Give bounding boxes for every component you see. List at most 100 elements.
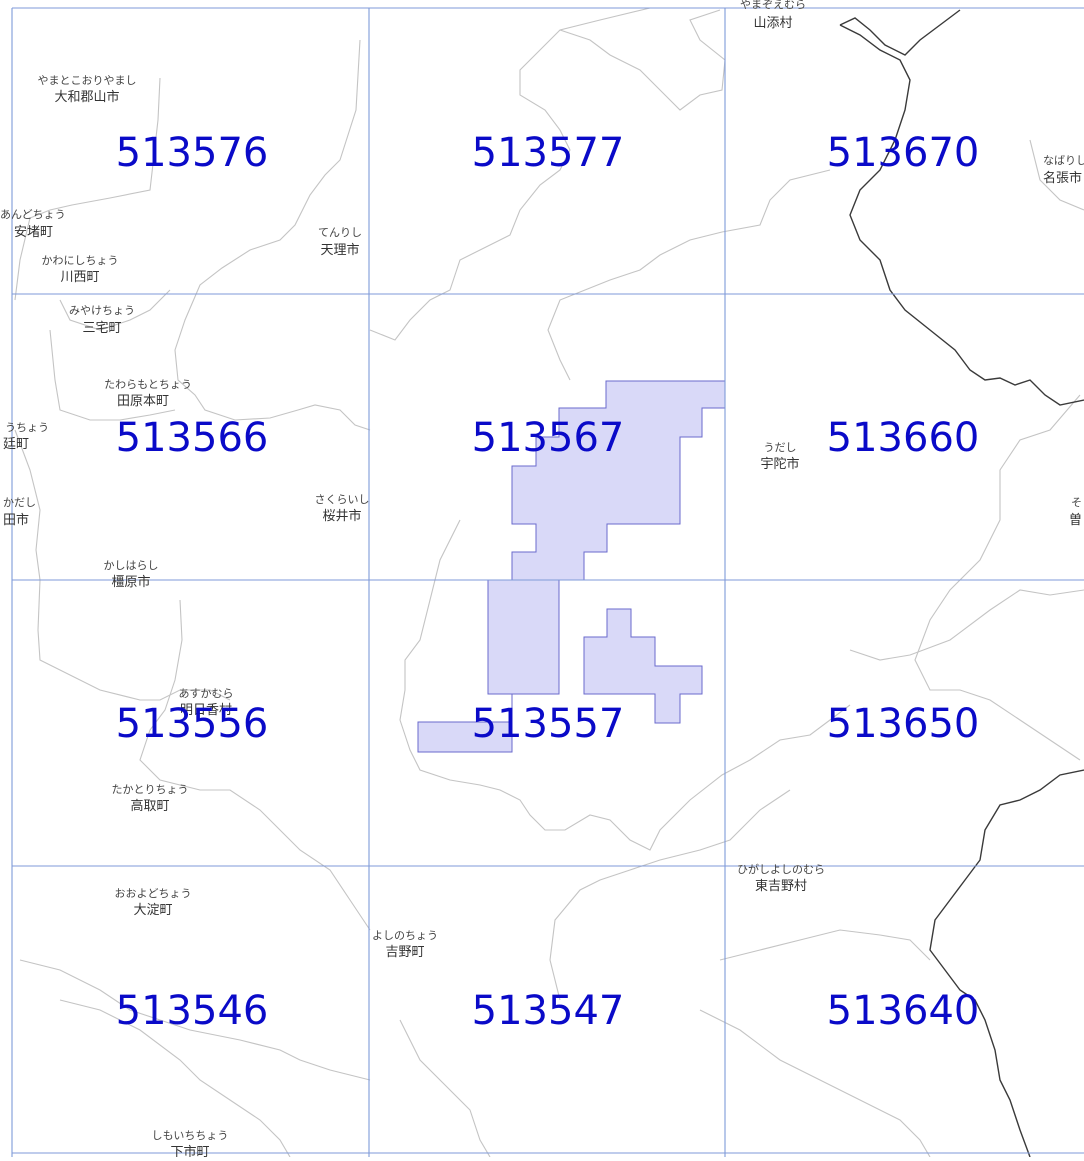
place-name: 廷町 bbox=[3, 437, 29, 452]
place-kana: かしはらし bbox=[104, 559, 159, 572]
boundary-sakurai-uda bbox=[547, 169, 831, 381]
place-name: 三宅町 bbox=[82, 321, 121, 336]
boundary-shimoichi bbox=[59, 999, 291, 1158]
boundary-kawakami bbox=[699, 1009, 931, 1158]
boundary-nabari bbox=[1029, 139, 1084, 211]
place-sakurai: さくらいし 桜井市 bbox=[315, 493, 370, 524]
place-name: 天理市 bbox=[320, 242, 359, 258]
place-kana: そ bbox=[1071, 496, 1082, 509]
place-asuka: あすかむら 明日香村 bbox=[179, 687, 234, 718]
mesh-grid bbox=[11, 7, 1084, 1157]
mesh-code-513557: 513557 bbox=[472, 701, 625, 747]
mesh-code-513567: 513567 bbox=[472, 415, 625, 461]
highlight-polygon-main[interactable] bbox=[417, 380, 726, 753]
place-name: 川西町 bbox=[60, 270, 99, 285]
mesh-code-513556: 513556 bbox=[116, 701, 269, 747]
mesh-code-513660: 513660 bbox=[827, 415, 980, 461]
place-yamatokoriyama: やまとこおりやまし 大和郡山市 bbox=[38, 74, 137, 105]
mesh-code-513576: 513576 bbox=[116, 130, 269, 176]
place-kana: ひがしよしのむら bbox=[737, 862, 825, 876]
place-yamazoe: やまぞえむら 山添村 bbox=[740, 0, 806, 31]
boundary-yoshino-north bbox=[549, 789, 791, 1001]
place-kana: やまぞえむら bbox=[740, 0, 806, 11]
highlighted-area[interactable] bbox=[417, 380, 726, 753]
place-kana: たわらもとちょう bbox=[104, 378, 192, 391]
boundary-tenri-west bbox=[174, 39, 371, 431]
boundary-nara-basin-east bbox=[14, 77, 161, 301]
place-edge-left-2: かだし 田市 bbox=[3, 496, 36, 528]
boundary-tawaramoto bbox=[49, 329, 176, 421]
place-name: 名張市 bbox=[1043, 170, 1082, 186]
pref-boundary-line bbox=[839, 24, 1084, 406]
place-name: 宇陀市 bbox=[760, 456, 799, 472]
place-kana: うだし bbox=[764, 441, 797, 454]
mesh-code-513640: 513640 bbox=[827, 988, 980, 1034]
place-kana: やまとこおりやまし bbox=[38, 74, 137, 87]
place-higashiyoshino: ひがしよしのむら 東吉野村 bbox=[737, 862, 825, 894]
place-kana: たかとりちょう bbox=[112, 783, 189, 796]
boundary-yoshino-south bbox=[399, 1019, 491, 1158]
place-yoshino: よしのちょう 吉野町 bbox=[372, 929, 438, 960]
boundary-tenri-uda bbox=[369, 7, 651, 341]
place-name: 明日香村 bbox=[180, 703, 232, 718]
place-tenri: てんりし 天理市 bbox=[318, 226, 362, 258]
place-kana: さくらいし bbox=[315, 493, 370, 506]
mesh-code-513546: 513546 bbox=[116, 988, 269, 1034]
boundary-uda-east-2 bbox=[849, 589, 1084, 661]
boundary-asuka bbox=[139, 599, 371, 931]
place-edge-left-1: うちょう 廷町 bbox=[3, 421, 49, 452]
place-kawanishi: かわにしちょう 川西町 bbox=[42, 254, 119, 285]
place-kana: しもいちちょう bbox=[152, 1129, 229, 1142]
place-kana: てんりし bbox=[318, 226, 362, 239]
mesh-code-513650: 513650 bbox=[827, 701, 980, 747]
boundary-west-edge bbox=[14, 429, 41, 581]
place-kana: みやけちょう bbox=[69, 304, 135, 317]
boundary-east-yoshino bbox=[719, 929, 931, 961]
municipal-boundaries bbox=[14, 7, 1084, 1158]
boundary-north-ridge bbox=[559, 9, 726, 111]
place-name: 東吉野村 bbox=[755, 878, 807, 894]
place-takatori: たかとりちょう 高取町 bbox=[112, 783, 189, 814]
place-ando: あんどちょう 安堵町 bbox=[0, 208, 66, 240]
place-name: 安堵町 bbox=[14, 225, 53, 240]
pref-boundary-north bbox=[839, 9, 961, 56]
place-name: 大淀町 bbox=[133, 903, 172, 918]
pref-boundary-south bbox=[929, 769, 1084, 1158]
boundary-uda-east bbox=[914, 394, 1081, 761]
place-edge-right: そ 曽 bbox=[1069, 496, 1082, 528]
place-name: 山添村 bbox=[753, 16, 792, 31]
place-name: 田市 bbox=[3, 512, 29, 528]
boundary-kashihara bbox=[37, 579, 231, 701]
place-tawaramoto: たわらもとちょう 田原本町 bbox=[104, 378, 192, 409]
mesh-code-513547: 513547 bbox=[472, 988, 625, 1034]
place-name: 高取町 bbox=[130, 798, 169, 814]
place-name: 桜井市 bbox=[322, 508, 361, 524]
boundary-oyodo bbox=[19, 959, 371, 1081]
place-kana: よしのちょう bbox=[372, 929, 438, 942]
mesh-code-labels: 513576 513577 513670 513566 513567 513660 5135… bbox=[116, 130, 980, 1034]
place-name: 橿原市 bbox=[111, 574, 150, 590]
place-kana: なばりし bbox=[1043, 154, 1084, 167]
mesh-code-513566: 513566 bbox=[116, 415, 269, 461]
boundary-miyake bbox=[59, 289, 171, 331]
place-name: 曽 bbox=[1069, 513, 1082, 528]
place-kana: うちょう bbox=[5, 421, 49, 434]
place-name: 吉野町 bbox=[385, 945, 424, 960]
place-kashihara: かしはらし 橿原市 bbox=[104, 559, 159, 590]
prefecture-boundary bbox=[839, 9, 1084, 1158]
place-name: 下市町 bbox=[170, 1144, 209, 1157]
mesh-code-513670: 513670 bbox=[827, 130, 980, 176]
place-name: 大和郡山市 bbox=[54, 89, 119, 105]
place-kana: あんどちょう bbox=[0, 208, 66, 221]
place-name: 田原本町 bbox=[117, 394, 169, 409]
place-oyodo: おおよどちょう 大淀町 bbox=[115, 887, 192, 918]
boundary-sakurai-south bbox=[399, 519, 851, 851]
mesh-code-513577: 513577 bbox=[472, 130, 625, 176]
place-shimoichi: しもいちちょう 下市町 bbox=[152, 1129, 229, 1160]
place-miyake: みやけちょう 三宅町 bbox=[69, 304, 135, 336]
highlight-polygon-south[interactable] bbox=[583, 608, 703, 724]
place-kana: かだし bbox=[3, 496, 36, 509]
